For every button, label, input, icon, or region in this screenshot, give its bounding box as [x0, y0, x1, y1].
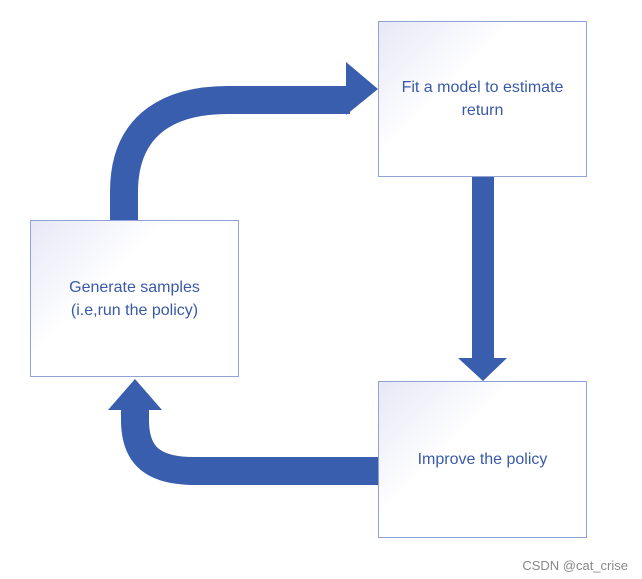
node-fit-model-label: Fit a model to estimate return [401, 79, 564, 119]
arrow-generate-to-fit [110, 86, 350, 220]
node-fit-model: Fit a model to estimate return [378, 21, 587, 177]
node-generate-samples-label: Generate samples (i.e,run the policy) [69, 278, 200, 319]
arrow-fit-to-improve [472, 177, 494, 362]
node-improve-policy: Improve the policy [378, 381, 587, 538]
arrowhead-improve-to-generate [108, 379, 162, 410]
arrow-improve-to-generate [121, 408, 378, 485]
arrowhead-generate-to-fit [346, 62, 378, 115]
watermark: CSDN @cat_crise [522, 558, 628, 573]
node-improve-policy-label: Improve the policy [417, 451, 548, 468]
arrowhead-fit-to-improve [458, 358, 507, 381]
node-generate-samples: Generate samples (i.e,run the policy) [30, 220, 239, 377]
